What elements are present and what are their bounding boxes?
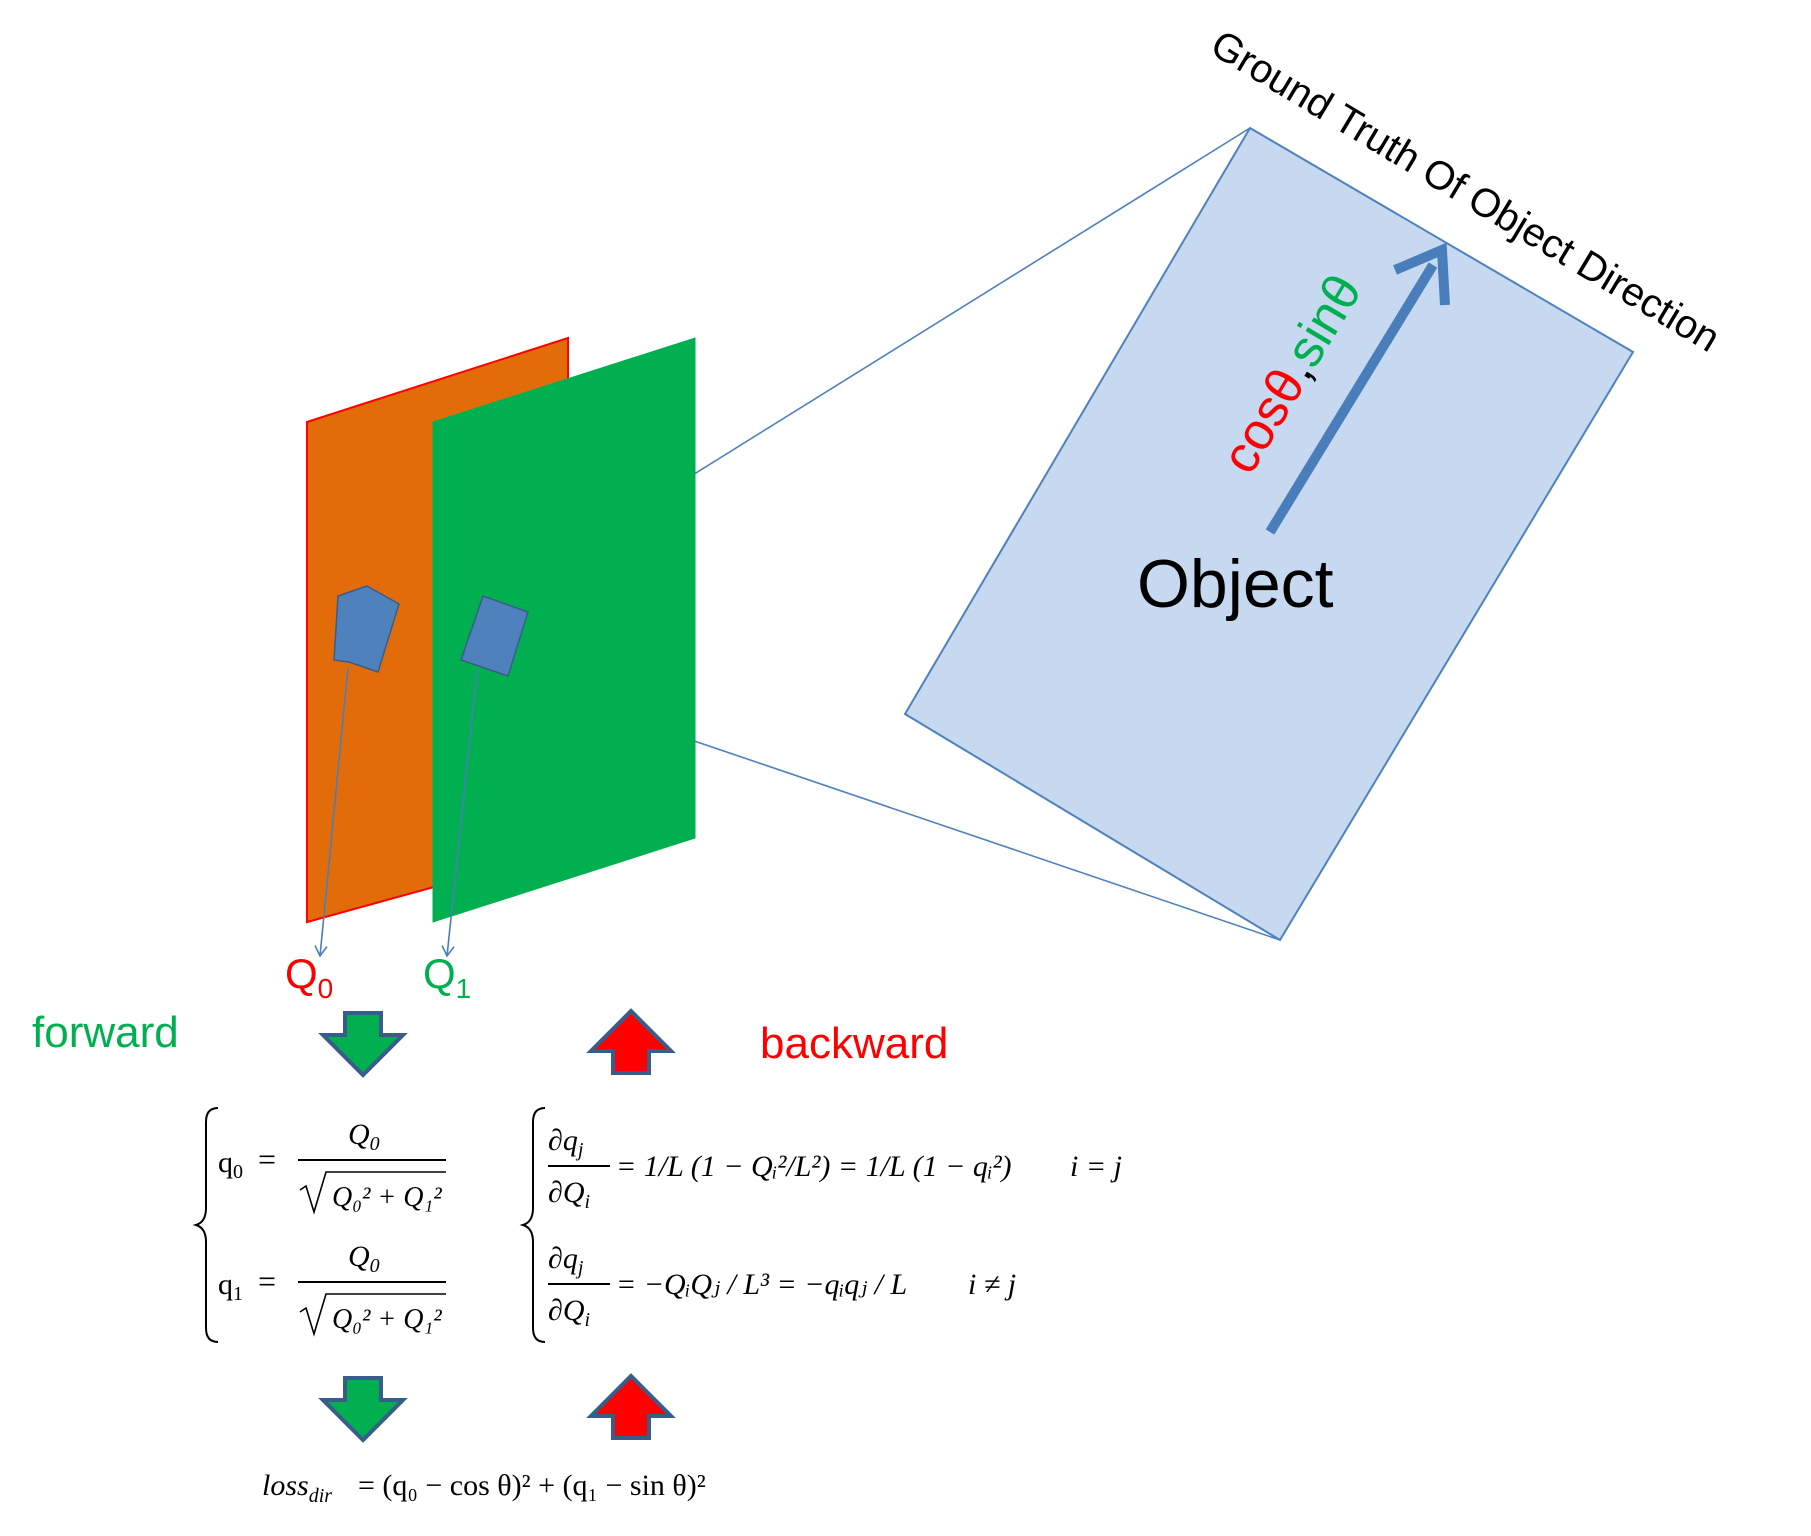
svg-text:Q0: Q0	[348, 1240, 380, 1277]
backward-arrow-top	[586, 1008, 676, 1075]
svg-text:∂Qi: ∂Qi	[548, 1176, 590, 1213]
svg-text:Q0: Q0	[348, 1118, 380, 1155]
svg-text:=: =	[258, 1141, 276, 1177]
forward-arrow-top	[318, 1011, 408, 1078]
backward-equation-diff: ∂qj ∂Qi = −QᵢQⱼ / L³ = −qᵢqⱼ / L i ≠ j	[548, 1242, 1016, 1331]
forward-equation-q1: q1 = Q0 Q₀² + Q₁²	[218, 1240, 446, 1337]
svg-text:i = j: i = j	[1070, 1150, 1122, 1183]
forward-label: forward	[32, 1008, 179, 1057]
svg-text:q0: q0	[218, 1146, 243, 1183]
svg-text:i ≠ j: i ≠ j	[968, 1268, 1016, 1301]
q0-label: Q0	[285, 950, 333, 1004]
object-label: Object	[1137, 546, 1334, 622]
svg-text:q1: q1	[218, 1268, 243, 1305]
svg-text:= −QᵢQⱼ / L³ = −qᵢqⱼ / L: = −QᵢQⱼ / L³ = −qᵢqⱼ / L	[616, 1268, 907, 1301]
svg-text:∂Qi: ∂Qi	[548, 1294, 590, 1331]
svg-text:lossdir: lossdir	[262, 1469, 332, 1507]
forward-arrow-bottom	[318, 1376, 408, 1443]
projection-arrow-q1	[441, 669, 478, 958]
backward-label: backward	[760, 1019, 948, 1068]
cell-q0	[333, 585, 400, 673]
feature-map-q1	[432, 337, 696, 923]
projection-arrow-q0	[314, 667, 349, 958]
direction-arrow	[1265, 242, 1450, 535]
q1-label: Q1	[423, 950, 471, 1004]
forward-brace	[192, 1107, 219, 1343]
loss-equation: lossdir = (q₀ − cos θ)² + (q₁ − sin θ)²	[262, 1469, 706, 1507]
cell-q1	[460, 595, 529, 677]
svg-text:Q₀² + Q₁²: Q₀² + Q₁²	[332, 1304, 442, 1335]
backward-arrow-bottom	[586, 1373, 676, 1440]
svg-text:∂qj: ∂qj	[548, 1124, 584, 1161]
backward-equation-same: ∂qj ∂Qi = 1/L (1 − Qᵢ²/L²) = 1/L (1 − qᵢ…	[548, 1124, 1122, 1213]
backward-brace	[519, 1107, 546, 1343]
svg-text:= (q₀ − cos θ)² + (q₁ − sin θ): = (q₀ − cos θ)² + (q₁ − sin θ)²	[358, 1469, 706, 1502]
svg-text:= 1/L (1 − Qᵢ²/L²) = 1/L (1 −: = 1/L (1 − Qᵢ²/L²) = 1/L (1 − qᵢ²)	[616, 1150, 1012, 1183]
svg-text:Q₀² + Q₁²: Q₀² + Q₁²	[332, 1182, 442, 1213]
svg-text:∂qj: ∂qj	[548, 1242, 584, 1279]
svg-text:=: =	[258, 1263, 276, 1299]
forward-equation-q0: q0 = Q0 Q₀² + Q₁²	[218, 1118, 446, 1215]
object-box	[903, 126, 1635, 942]
